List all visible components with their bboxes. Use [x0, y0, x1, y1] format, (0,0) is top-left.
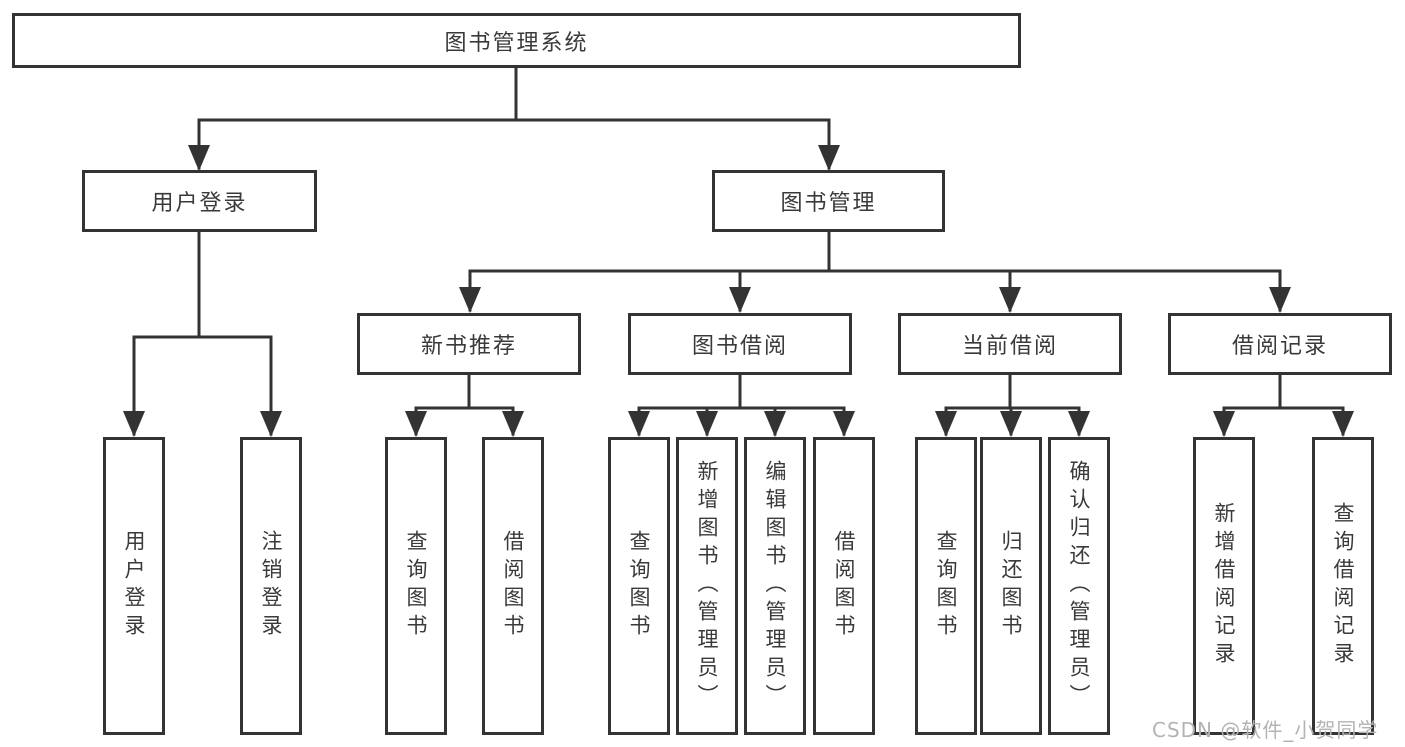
- leaf-query-books-current: 查询图书: [915, 437, 977, 735]
- leaf-add-borrow-record: 新增借阅记录: [1193, 437, 1255, 735]
- arrowhead-down-icon: [1000, 411, 1022, 437]
- node-library-management-system: 图书管理系统: [12, 13, 1021, 68]
- arrowhead-down-icon: [729, 287, 751, 313]
- arrowhead-down-icon: [999, 287, 1021, 313]
- leaf-borrow-books: 借阅图书: [813, 437, 875, 735]
- arrowhead-down-icon: [123, 411, 145, 437]
- csdn-watermark: CSDN @软件_小贺同学: [1152, 718, 1379, 742]
- leaf-borrow-books-recommend: 借阅图书: [482, 437, 544, 735]
- arrowhead-down-icon: [696, 411, 718, 437]
- arrowhead-down-icon: [1213, 411, 1235, 437]
- leaf-user-login: 用户登录: [103, 437, 165, 735]
- arrowhead-down-icon: [1068, 411, 1090, 437]
- node-current-borrowing: 当前借阅: [898, 313, 1122, 375]
- arrowhead-down-icon: [764, 411, 786, 437]
- node-borrowing-records: 借阅记录: [1168, 313, 1392, 375]
- leaf-query-books-recommend: 查询图书: [385, 437, 447, 735]
- node-book-management: 图书管理: [712, 170, 945, 232]
- leaf-query-borrow-record: 查询借阅记录: [1312, 437, 1374, 735]
- arrowhead-down-icon: [405, 411, 427, 437]
- arrowhead-down-icon: [818, 145, 840, 171]
- leaf-return-book: 归还图书: [980, 437, 1042, 735]
- arrowhead-down-icon: [628, 411, 650, 437]
- arrowhead-down-icon: [833, 411, 855, 437]
- node-book-borrowing: 图书借阅: [628, 313, 852, 375]
- arrowhead-down-icon: [260, 411, 282, 437]
- arrowhead-down-icon: [935, 411, 957, 437]
- leaf-logout: 注销登录: [240, 437, 302, 735]
- arrowhead-down-icon: [502, 411, 524, 437]
- leaf-edit-book-admin: 编辑图书（管理员）: [744, 437, 806, 735]
- arrowhead-down-icon: [1332, 411, 1354, 437]
- leaf-confirm-return-admin: 确认归还（管理员）: [1048, 437, 1110, 735]
- arrowhead-down-icon: [459, 287, 481, 313]
- arrowhead-down-icon: [1269, 287, 1291, 313]
- arrowhead-down-icon: [188, 145, 210, 171]
- node-new-book-recommendation: 新书推荐: [357, 313, 581, 375]
- node-user-login: 用户登录: [82, 170, 317, 232]
- leaf-add-book-admin: 新增图书（管理员）: [676, 437, 738, 735]
- leaf-query-books-borrow: 查询图书: [608, 437, 670, 735]
